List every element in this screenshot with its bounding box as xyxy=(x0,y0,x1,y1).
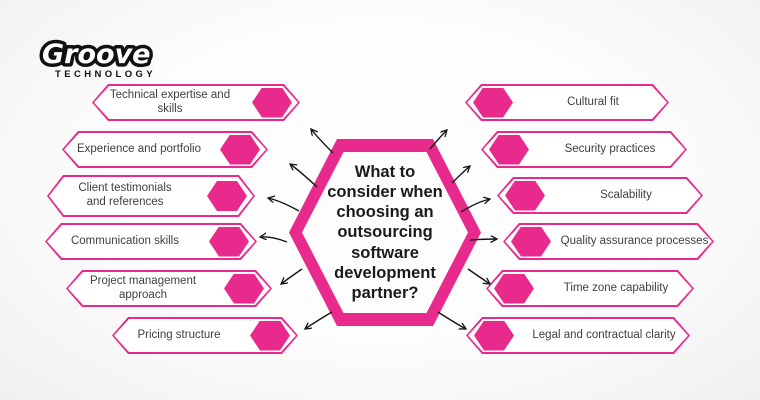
item-label: Quality assurance processes xyxy=(560,234,709,247)
item-pricing-structure: Pricing structure xyxy=(112,317,298,354)
item-client-testimonials: Client testimonials and references xyxy=(47,175,255,217)
hexagon-bullet-icon xyxy=(252,88,292,118)
logo-wordmark: Groove xyxy=(42,39,151,70)
hexagon-bullet-icon xyxy=(511,227,551,257)
item-legal-clarity: Legal and contractual clarity xyxy=(466,317,690,354)
item-technical-expertise: Technical expertise and skills xyxy=(92,84,300,121)
item-quality-assurance: Quality assurance processes xyxy=(503,223,714,260)
center-hexagon: What to consider when choosing an outsou… xyxy=(289,139,481,326)
item-label: Technical expertise and skills xyxy=(109,88,231,115)
item-security-practices: Security practices xyxy=(481,131,687,168)
hexagon-bullet-icon xyxy=(250,321,290,351)
arrow-icon-right-6 xyxy=(437,311,466,329)
hexagon-bullet-icon xyxy=(474,321,514,351)
hexagon-bullet-icon xyxy=(489,135,529,165)
arrow-icon-left-4 xyxy=(260,237,288,243)
arrow-icon-left-2 xyxy=(290,164,318,188)
item-experience-portfolio: Experience and portfolio xyxy=(62,131,268,168)
arrow-icon-right-5 xyxy=(467,268,490,284)
center-question-title: What to consider when choosing an outsou… xyxy=(327,163,443,302)
hexagon-bullet-icon xyxy=(220,135,260,165)
item-label: Time zone capability xyxy=(563,281,669,294)
arrow-icon-right-2 xyxy=(451,166,470,184)
item-label: Legal and contractual clarity xyxy=(532,328,676,341)
arrow-icon-left-6 xyxy=(305,311,333,329)
item-label: Cultural fit xyxy=(567,95,619,108)
hexagon-bullet-icon xyxy=(224,274,264,304)
logo-subtitle: TECHNOLOGY xyxy=(55,69,156,80)
item-scalability: Scalability xyxy=(497,177,703,214)
hexagon-bullet-icon xyxy=(494,274,534,304)
item-time-zone: Time zone capability xyxy=(486,270,694,307)
arrow-icon-left-3 xyxy=(268,198,300,212)
item-label: Client testimonials and references xyxy=(78,182,172,208)
hexagon-bullet-icon xyxy=(207,181,247,211)
hexagon-bullet-icon xyxy=(505,181,545,211)
item-communication-skills: Communication skills xyxy=(45,223,257,260)
arrow-icon-left-5 xyxy=(281,268,303,284)
arrow-icon-left-1 xyxy=(311,129,334,154)
item-project-management: Project management approach xyxy=(66,270,272,307)
item-label: Experience and portfolio xyxy=(76,142,202,155)
hexagon-bullet-icon xyxy=(209,227,249,257)
groove-technology-logo: Groove TECHNOLOGY xyxy=(39,36,156,81)
item-label: Scalability xyxy=(600,188,652,201)
item-label: Pricing structure xyxy=(137,328,221,341)
item-label: Security practices xyxy=(564,142,656,155)
item-label: Project management approach xyxy=(89,274,197,301)
hexagon-bullet-icon xyxy=(473,88,513,118)
item-label: Communication skills xyxy=(70,234,179,247)
item-cultural-fit: Cultural fit xyxy=(465,84,669,121)
